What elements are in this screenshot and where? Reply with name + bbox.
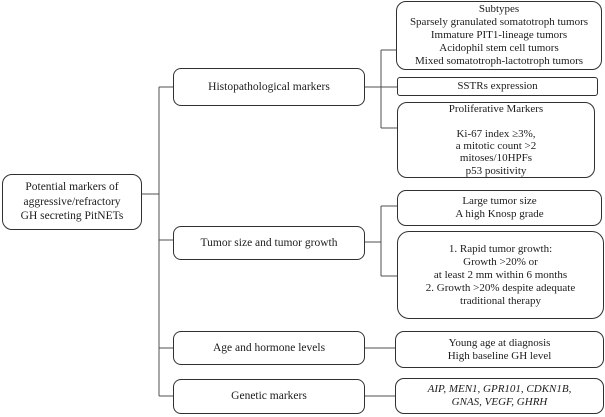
leaf-genetic-genes: AIP, MEN1, GPR101, CDKN1B, GNAS, VEGF, G… — [395, 378, 604, 414]
leaf-text-line: Mixed somatotroph-lactotroph tumors — [414, 55, 584, 67]
leaf-text-line: AIP, MEN1, GPR101, CDKN1B, — [427, 383, 572, 395]
leaf-text-line: 2. Growth >20% despite adequate — [425, 281, 576, 294]
leaf-text-line: Young age at diagnosis — [448, 336, 551, 349]
category-label: Histopathological markers — [208, 80, 330, 93]
leaf-sstrs-expression: SSTRs expression — [397, 77, 598, 96]
leaf-text-line: 1. Rapid tumor growth: — [448, 242, 553, 255]
leaf-text-line: A high Knosp grade — [455, 208, 544, 220]
category-age-hormone-levels: Age and hormone levels — [173, 331, 365, 365]
leaf-text-line: Acidophil stem cell tumors — [439, 42, 559, 54]
leaf-text-line: SSTRs expression — [457, 80, 538, 92]
category-label: Age and hormone levels — [212, 341, 326, 354]
leaf-text-line: Sparsely granulated somatotroph tumors — [409, 16, 589, 28]
leaf-text-line: mitoses/10HPFs — [459, 152, 533, 165]
leaf-text-line: Subtypes — [478, 3, 520, 15]
leaf-age-hormone: Young age at diagnosis High baseline GH … — [395, 331, 604, 368]
leaf-rapid-tumor-growth: 1. Rapid tumor growth: Growth >20% or at… — [397, 231, 604, 319]
connector-branch-histopathological — [365, 49, 397, 129]
leaf-large-tumor-size: Large tumor size A high Knosp grade — [397, 190, 602, 226]
leaf-text-line: p53 positivity — [465, 164, 527, 177]
connector-branch-tumor — [365, 205, 397, 277]
leaf-subtypes: Subtypes Sparsely granulated somatotroph… — [396, 1, 602, 70]
leaf-text-line: Proliferative Markers — [448, 102, 544, 115]
leaf-text-line: traditional therapy — [460, 294, 541, 307]
category-tumor-size-growth: Tumor size and tumor growth — [173, 226, 365, 260]
leaf-text-line: Immature PIT1-lineage tumors — [430, 29, 568, 41]
root-box: Potential markers of aggressive/refracto… — [2, 174, 142, 230]
category-histopathological-markers: Histopathological markers — [173, 68, 365, 106]
root-text-line: aggressive/refractory — [23, 195, 121, 208]
leaf-proliferative-markers: Proliferative Markers Ki-67 index ≥3%, a… — [397, 102, 595, 178]
category-label: Tumor size and tumor growth — [200, 236, 338, 249]
leaf-text-line: Large tumor size — [462, 195, 537, 207]
root-text-line: Potential markers of — [25, 181, 119, 194]
leaf-text-line — [495, 115, 498, 127]
category-genetic-markers: Genetic markers — [173, 379, 365, 414]
leaf-text-line: Ki-67 index ≥3%, — [456, 127, 536, 140]
category-label: Genetic markers — [231, 390, 307, 402]
leaf-text-line: a mitotic count >2 — [455, 140, 537, 152]
leaf-text-line: GNAS, VEGF, GHRH — [451, 396, 548, 408]
leaf-text-line: Growth >20% or — [463, 255, 538, 268]
root-text-line: GH secreting PitNETs — [20, 210, 124, 223]
leaf-text-line: High baseline GH level — [447, 349, 552, 362]
leaf-text-line: at least 2 mm within 6 months — [433, 268, 568, 281]
